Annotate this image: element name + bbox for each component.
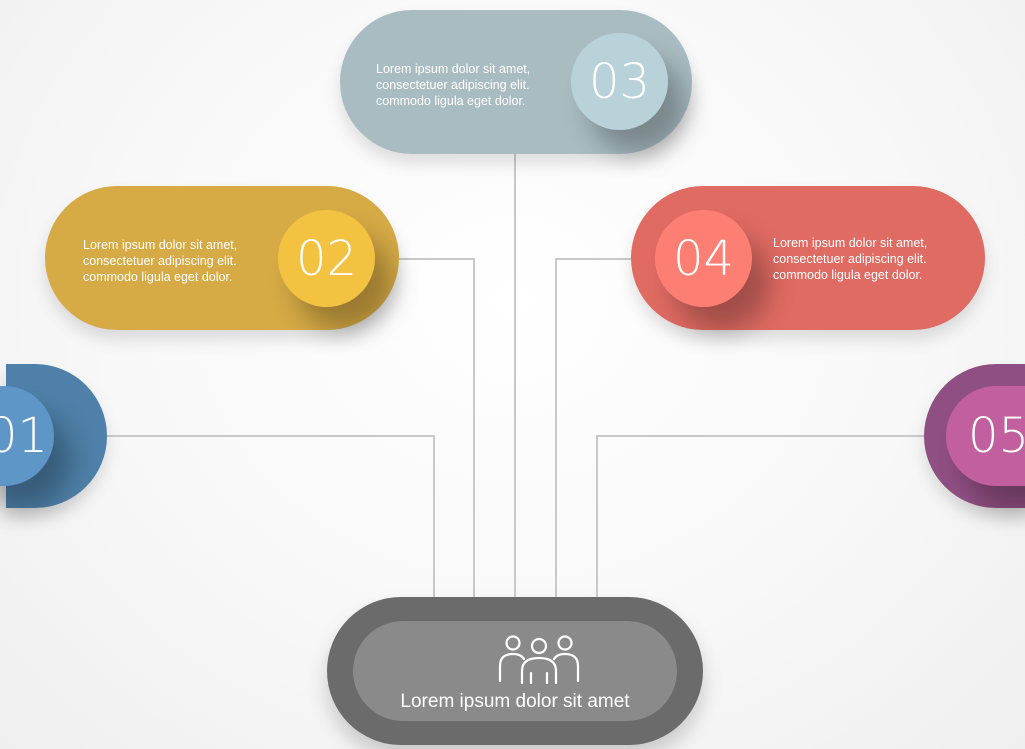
connector-01	[107, 435, 435, 597]
item-03-pill: Lorem ipsum dolor sit amet, consectetuer…	[340, 10, 692, 154]
item-02-number: 02	[278, 210, 375, 307]
item-04-pill: 04 Lorem ipsum dolor sit amet, consectet…	[631, 186, 985, 330]
item-03-number: 03	[571, 33, 668, 130]
center-inner: Lorem ipsum dolor sit amet	[353, 621, 677, 721]
item-01-number: 01	[0, 386, 54, 486]
item-04-text: Lorem ipsum dolor sit amet, consectetuer…	[773, 236, 928, 282]
item-02-text: Lorem ipsum dolor sit amet, consectetuer…	[83, 238, 238, 284]
item-04-number: 04	[655, 210, 752, 307]
item-05-pill: 05	[924, 364, 1025, 508]
item-02-pill: Lorem ipsum dolor sit amet, consectetuer…	[45, 186, 399, 330]
center-pill: Lorem ipsum dolor sit amet	[327, 597, 703, 745]
connector-05	[596, 435, 924, 597]
people-group-icon	[498, 635, 580, 685]
item-05-number: 05	[946, 386, 1025, 486]
center-label: Lorem ipsum dolor sit amet	[400, 691, 630, 712]
connector-04	[555, 258, 631, 597]
connector-02	[399, 258, 475, 597]
item-03-text: Lorem ipsum dolor sit amet, consectetuer…	[376, 62, 531, 108]
